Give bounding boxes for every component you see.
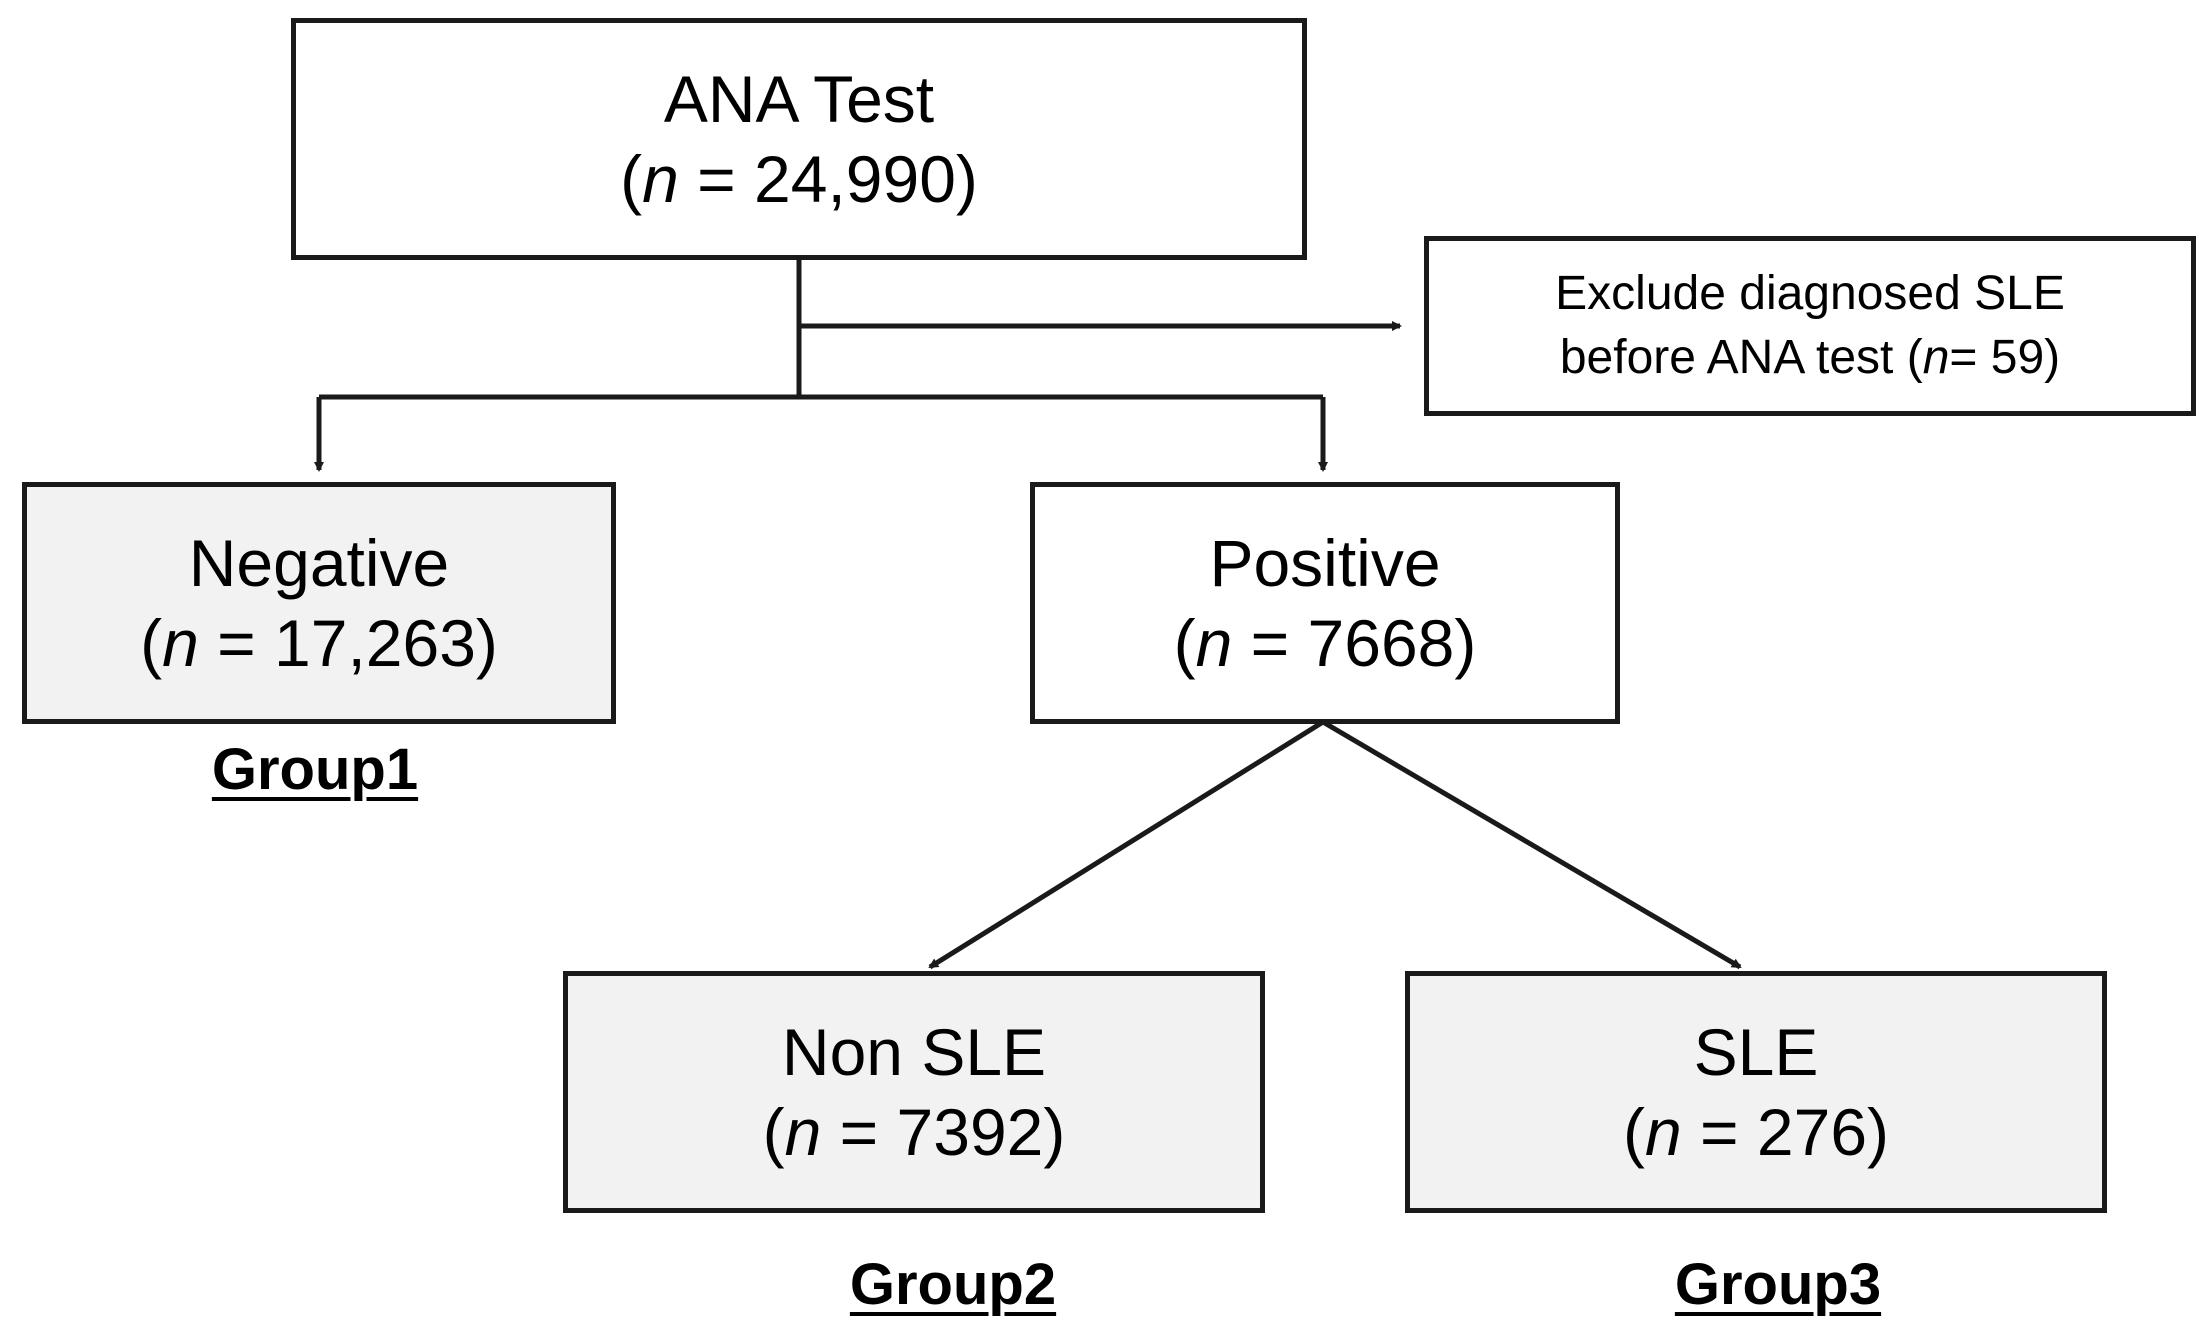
positive-count: (n = 7668) <box>1173 606 1477 680</box>
group3-label: Group3 <box>1674 1252 1882 1317</box>
sle-count: (n = 276) <box>1622 1095 1890 1169</box>
positive-title: Positive <box>1209 526 1441 600</box>
sle-title: SLE <box>1693 1015 1819 1089</box>
ana-test-title: ANA Test <box>663 62 935 136</box>
non-sle-title: Non SLE <box>781 1015 1047 1089</box>
non-sle-box: Non SLE (n = 7392) <box>563 971 1265 1213</box>
positive-box: Positive (n = 7668) <box>1030 482 1620 724</box>
negative-count: (n = 17,263) <box>140 606 498 680</box>
exclude-box: Exclude diagnosed SLE before ANA test (n… <box>1424 236 2196 416</box>
ana-test-count: (n = 24,990) <box>620 142 978 216</box>
non-sle-count: (n = 7392) <box>762 1095 1066 1169</box>
group1-label: Group1 <box>211 737 419 802</box>
arrow-to-sle <box>1321 719 1742 970</box>
ana-test-box: ANA Test (n = 24,990) <box>291 18 1307 260</box>
negative-title: Negative <box>188 526 450 600</box>
group2-label: Group2 <box>849 1252 1057 1317</box>
exclude-line2: before ANA test (n= 59) <box>1559 331 2061 384</box>
exclude-line1: Exclude diagnosed SLE <box>1555 267 2065 320</box>
negative-box: Negative (n = 17,263) <box>22 482 616 724</box>
sle-box: SLE (n = 276) <box>1405 971 2107 1213</box>
arrow-to-non-sle <box>928 719 1325 970</box>
